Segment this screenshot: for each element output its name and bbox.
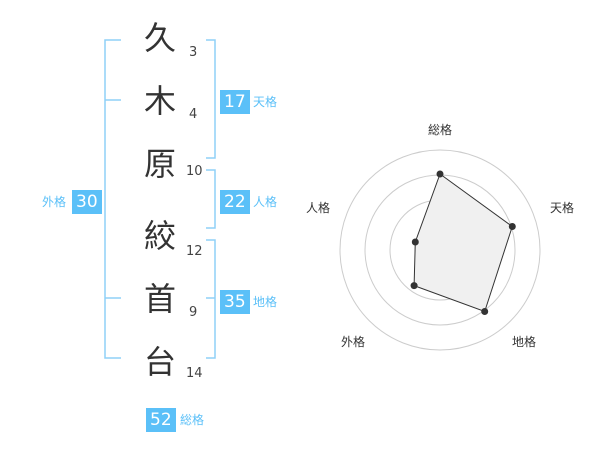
radar-ring-4 xyxy=(339,149,541,351)
gaikaku-bracket xyxy=(104,39,121,359)
radar-point-5 xyxy=(411,238,419,246)
stroke-count-1: 3 xyxy=(189,45,198,60)
gaikaku-value: 30 xyxy=(72,190,102,214)
stroke-count-6: 14 xyxy=(186,366,203,381)
gaikaku-label: 外格 xyxy=(42,195,67,209)
radar-label-tenkaku: 天格 xyxy=(550,200,574,215)
soukaku-label: 総格 xyxy=(180,413,205,427)
name-char-4: 絞 xyxy=(143,217,176,255)
radar-label-soukaku: 総格 xyxy=(428,122,452,137)
radar-point-4 xyxy=(410,282,418,290)
stroke-count-5: 9 xyxy=(189,305,198,320)
radar-label-gaikaku: 外格 xyxy=(341,334,365,349)
tenkaku-bracket xyxy=(206,39,216,159)
jinkaku-label: 人格 xyxy=(253,195,278,209)
radar-label-jinkaku: 人格 xyxy=(306,200,330,215)
name-char-3: 原 xyxy=(143,145,176,183)
jinkaku-bracket xyxy=(206,169,216,229)
radar-point-2 xyxy=(508,223,516,230)
name-char-2: 木 xyxy=(143,82,176,120)
chikaku-bracket xyxy=(206,239,216,359)
stroke-count-2: 4 xyxy=(189,107,198,122)
radar-point-1 xyxy=(436,170,444,178)
name-char-1: 久 xyxy=(143,19,176,57)
radar-points xyxy=(410,170,516,315)
radar-label-chikaku: 地格 xyxy=(512,334,536,349)
chikaku-label: 地格 xyxy=(253,295,278,309)
tenkaku-label: 天格 xyxy=(253,95,278,109)
name-char-5: 首 xyxy=(143,280,176,318)
radar-point-3 xyxy=(481,308,489,315)
jinkaku-value: 22 xyxy=(220,190,250,214)
stroke-count-4: 12 xyxy=(186,244,203,259)
soukaku-value: 52 xyxy=(146,408,176,432)
name-char-6: 台 xyxy=(143,343,176,381)
tenkaku-value: 17 xyxy=(220,90,250,114)
stroke-count-3: 10 xyxy=(186,164,203,179)
radar-polygon xyxy=(413,173,513,313)
chikaku-value: 35 xyxy=(220,290,250,314)
